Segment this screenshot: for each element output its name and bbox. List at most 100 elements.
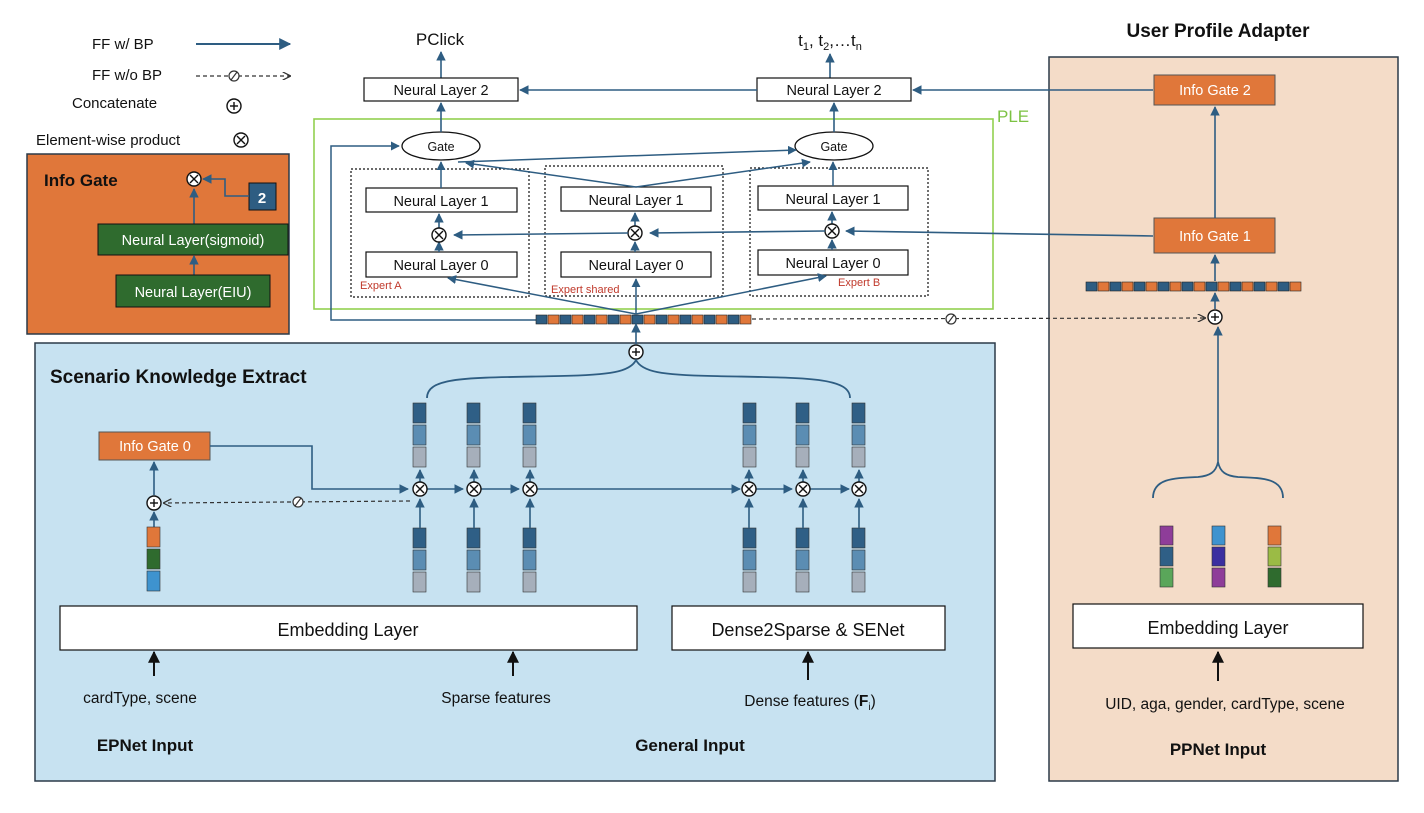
product-icon-stroke — [469, 484, 479, 494]
upa-vector-cell — [1265, 281, 1278, 292]
elu-layer-label: Neural Layer(EIU) — [135, 285, 252, 301]
center-vector-cell — [535, 314, 548, 325]
expert-shared-box — [544, 165, 724, 297]
center-vector-cell — [643, 314, 656, 325]
center-vector-cell — [571, 314, 584, 325]
ppnet-input-title: PPNet Input — [1170, 740, 1267, 759]
vector-to-upa-stop-icon — [945, 313, 957, 325]
center-vector-cell — [619, 314, 632, 325]
infogate0-to-products — [210, 445, 409, 494]
dense2sparse-label: Dense2Sparse & SENet — [711, 620, 904, 640]
product-icon-stroke — [744, 484, 754, 494]
product-icon-stroke — [798, 484, 808, 494]
embedding-column-bottom-cell — [742, 571, 757, 593]
embedding-column-top-cell — [412, 446, 427, 468]
upa-title: User Profile Adapter — [1126, 21, 1310, 42]
upa-embedding-layer — [1072, 603, 1364, 649]
epnet-column-cell — [146, 570, 161, 592]
info-gate-badge-text: 2 — [258, 190, 266, 207]
upa-feature-vector — [1085, 281, 1302, 292]
upa-column-cell — [1211, 525, 1226, 546]
expert-a-nl1 — [365, 187, 518, 213]
info-gate-badge — [248, 182, 277, 211]
upa-vector-cell — [1241, 281, 1254, 292]
embedding-column-bottom-cell — [522, 549, 537, 571]
sigmoid-layer-box — [97, 223, 289, 256]
embedding-column-bottom-cell — [795, 571, 810, 593]
product-icon-stroke — [854, 484, 864, 494]
upa-column-cell — [1267, 567, 1282, 588]
embedding-column-bottom-cell — [795, 527, 810, 549]
center-vector-cell — [547, 314, 560, 325]
embedding-column-top-cell — [795, 402, 810, 424]
upa-embedding-label: Embedding Layer — [1147, 618, 1288, 638]
expert-b-nl0 — [757, 249, 909, 276]
upa-vector-cell — [1181, 281, 1194, 292]
sigmoid-layer-label: Neural Layer(sigmoid) — [122, 233, 265, 249]
expert-b-nl1-label: Neural Layer 1 — [785, 192, 880, 208]
embedding-column-top-cell — [522, 402, 537, 424]
ske-embedding-label: Embedding Layer — [277, 620, 418, 640]
embedding-column-top-cell — [412, 402, 427, 424]
upa-vector-cell — [1205, 281, 1218, 292]
legend-concat-label: Concatenate — [72, 95, 157, 112]
gate-left-label: Gate — [427, 140, 454, 154]
center-vector-cell — [655, 314, 668, 325]
upa-vector-cell — [1109, 281, 1122, 292]
embedding-column-top-cell — [522, 424, 537, 446]
upa-vector-cell — [1277, 281, 1290, 292]
embedding-column-top-cell — [795, 424, 810, 446]
upa-vector-cell — [1133, 281, 1146, 292]
expert-shared-nl1 — [560, 186, 712, 212]
embedding-column-bottom-cell — [522, 571, 537, 593]
embedding-column-top-cell — [742, 402, 757, 424]
expert-a-label: Expert A — [360, 280, 402, 292]
upa-vector-cell — [1217, 281, 1230, 292]
embedding-column-bottom-cell — [851, 527, 866, 549]
epnet-input-features: cardType, scene — [83, 690, 197, 707]
center-vector-cell — [583, 314, 596, 325]
expert-b-nl0-label: Neural Layer 0 — [785, 256, 880, 272]
expert-a-nl0-label: Neural Layer 0 — [393, 258, 488, 274]
expert-shared-label: Expert shared — [551, 284, 619, 296]
embedding-column-top-cell — [412, 424, 427, 446]
experts-to-gates-arrows — [436, 145, 838, 188]
upa-concat-icon — [1207, 309, 1223, 325]
ske-embedding-layer — [59, 605, 638, 651]
expert-shared-nl0-label: Neural Layer 0 — [588, 258, 683, 274]
upa-column-cell — [1159, 546, 1174, 567]
product-icon-stroke — [525, 484, 535, 494]
info-gate-title: Info Gate — [44, 171, 118, 190]
upa-vector-cell — [1121, 281, 1134, 292]
t-outputs-label: t1, t2,…tn — [798, 31, 862, 53]
embedding-column-top-cell — [742, 446, 757, 468]
embedding-column-bottom-cell — [851, 549, 866, 571]
info-gate-2-box — [1153, 74, 1276, 106]
upa-brace — [1152, 461, 1284, 499]
input-arrows — [148, 650, 1224, 681]
info-gate-2-label: Info Gate 2 — [1179, 83, 1251, 99]
embedding-column-bottom-cell — [412, 527, 427, 549]
center-vector-cell — [691, 314, 704, 325]
center-concat-icon — [628, 344, 644, 360]
legend-ff-bp-label: FF w/ BP — [92, 36, 154, 53]
upa-embedding-columns — [1159, 525, 1282, 588]
upa-column-cell — [1159, 567, 1174, 588]
legend-product-icon — [233, 132, 249, 148]
embedding-column-bottom-cell — [466, 549, 481, 571]
upa-vector-cell — [1145, 281, 1158, 292]
legend-product-label: Element-wise product — [36, 132, 181, 149]
upa-column-cell — [1211, 546, 1226, 567]
center-vector-cell — [715, 314, 728, 325]
epnet-column-cell — [146, 526, 161, 548]
center-feature-vector — [535, 314, 752, 325]
vector-to-upa-dashed — [751, 318, 1205, 319]
concat-0-icon — [146, 495, 162, 511]
feature-columns — [146, 402, 867, 593]
embedding-column-top-cell — [466, 424, 481, 446]
upa-vector-cell — [1157, 281, 1170, 292]
embedding-column-bottom-cell — [522, 527, 537, 549]
info-gate-1-label: Info Gate 1 — [1179, 229, 1251, 245]
ppnet-input-features: UID, aga, gender, cardType, scene — [1105, 696, 1345, 713]
